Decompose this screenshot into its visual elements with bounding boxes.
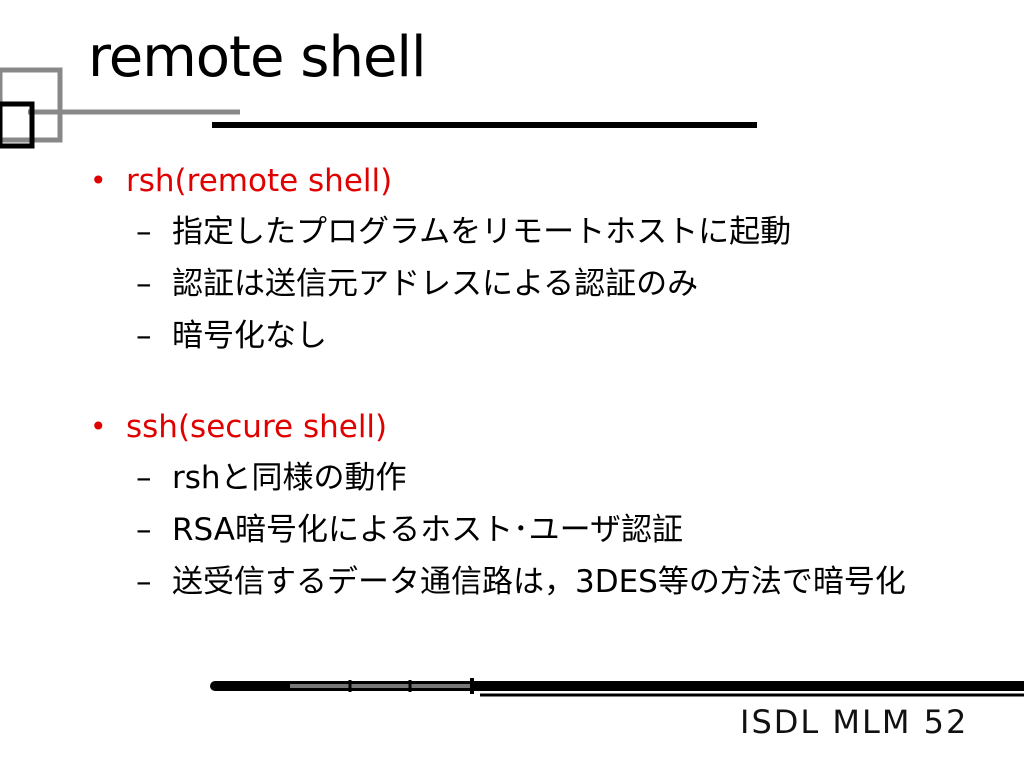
slide-title: remote shell — [88, 25, 427, 90]
sub-item: –送受信するデータ通信路は，3DES等の方法で暗号化 — [136, 561, 990, 603]
bullet-heading-text: rsh(remote shell) — [126, 163, 393, 199]
section-spacer — [90, 367, 990, 406]
sub-item-text: RSA暗号化によるホスト･ユーザ認証 — [172, 512, 683, 548]
title-corner-ornament — [0, 67, 240, 149]
sub-list-ssh: –rshと同様の動作 –RSA暗号化によるホスト･ユーザ認証 –送受信するデータ… — [90, 457, 990, 603]
dash-marker: – — [136, 266, 152, 302]
sub-item-text: 指定したプログラムをリモートホストに起動 — [172, 214, 792, 250]
bullet-heading-ssh: • ssh(secure shell) — [90, 406, 990, 448]
bullet-dot: • — [90, 164, 107, 197]
sub-item: –RSA暗号化によるホスト･ユーザ認証 — [136, 509, 990, 551]
dash-marker: – — [136, 564, 152, 600]
sub-item-text: 暗号化なし — [172, 318, 327, 354]
sub-item-text: 送受信するデータ通信路は，3DES等の方法で暗号化 — [172, 564, 906, 600]
dash-marker: – — [136, 318, 152, 354]
dash-marker: – — [136, 460, 152, 496]
sub-item: –rshと同様の動作 — [136, 457, 990, 499]
section-rsh: • rsh(remote shell) –指定したプログラムをリモートホストに起… — [90, 160, 990, 357]
dash-marker: – — [136, 214, 152, 250]
sub-item-text: rshと同様の動作 — [172, 460, 407, 496]
bullet-heading-text: ssh(secure shell) — [126, 409, 388, 445]
sub-item: –指定したプログラムをリモートホストに起動 — [136, 211, 990, 253]
sub-list-rsh: –指定したプログラムをリモートホストに起動 –認証は送信元アドレスによる認証のみ… — [90, 211, 990, 357]
bullet-dot: • — [90, 410, 107, 443]
slide-content: • rsh(remote shell) –指定したプログラムをリモートホストに起… — [90, 160, 990, 613]
sub-item: –暗号化なし — [136, 315, 990, 357]
bullet-heading-rsh: • rsh(remote shell) — [90, 160, 990, 202]
slide-footer: ISDL MLM 52 — [740, 703, 969, 741]
sub-item-text: 認証は送信元アドレスによる認証のみ — [172, 266, 699, 302]
dash-marker: – — [136, 512, 152, 548]
section-ssh: • ssh(secure shell) –rshと同様の動作 –RSA暗号化によ… — [90, 406, 990, 603]
sub-item: –認証は送信元アドレスによる認証のみ — [136, 263, 990, 305]
footer-rule — [210, 678, 1024, 697]
